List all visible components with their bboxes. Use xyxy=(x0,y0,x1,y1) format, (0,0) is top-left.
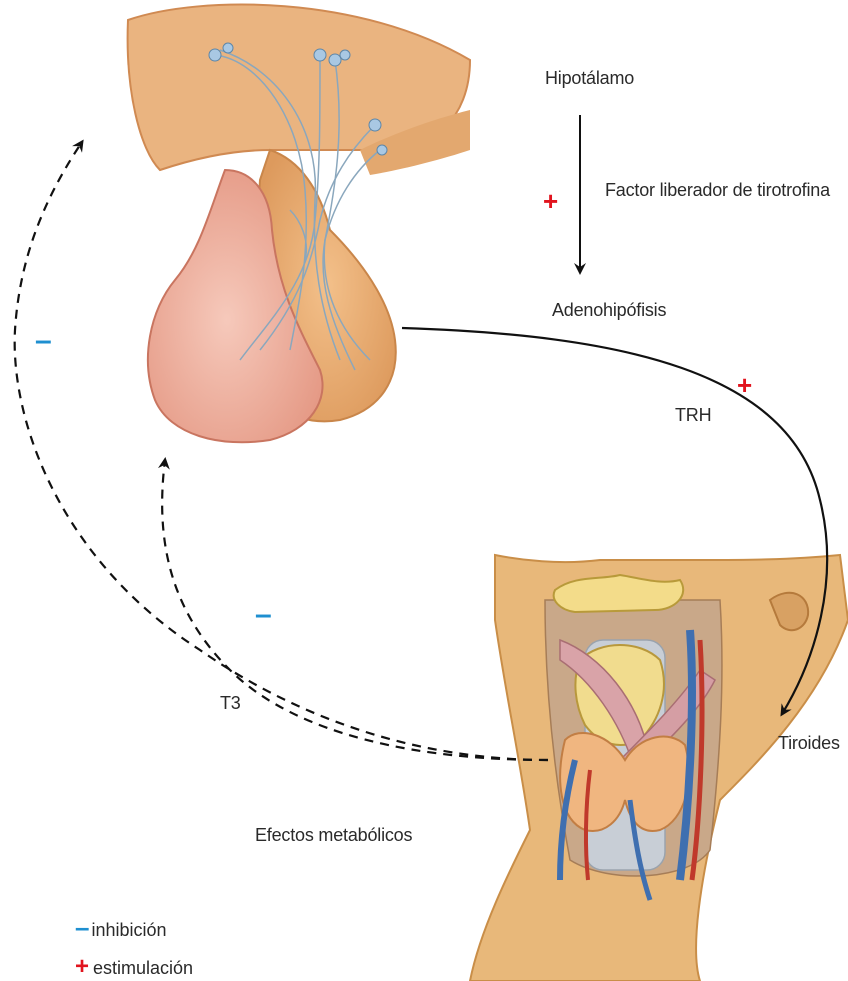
legend-inhibition-label: inhibición xyxy=(91,920,166,940)
t3-label: T3 xyxy=(220,693,241,714)
inhibition-sign-hypothalamus: – xyxy=(35,326,52,356)
thyroid-illustration xyxy=(470,555,848,981)
trh-label: TRH xyxy=(675,405,711,426)
legend-stimulation-symbol: + xyxy=(75,953,89,980)
inhibition-sign-pituitary: – xyxy=(255,600,272,630)
adenohypophysis-label: Adenohipófisis xyxy=(552,300,666,321)
releasing-factor-label: Factor liberador de tirotrofina xyxy=(605,180,830,201)
legend-inhibition-symbol: – xyxy=(75,912,89,942)
metabolic-effects-label: Efectos metabólicos xyxy=(255,825,412,846)
legend-item-inhibition: –inhibición xyxy=(75,912,167,943)
feedback-to-pituitary-arrow xyxy=(162,460,548,760)
stimulation-sign-releasing-factor: + xyxy=(543,188,558,214)
legend-stimulation-label: estimulación xyxy=(93,958,193,978)
hypothalamus-label: Hipotálamo xyxy=(545,68,634,89)
legend-item-stimulation: +estimulación xyxy=(75,953,193,981)
stimulation-sign-trh: + xyxy=(737,372,752,398)
pituitary-illustration xyxy=(128,5,470,443)
thyroid-label: Tiroides xyxy=(778,733,840,754)
